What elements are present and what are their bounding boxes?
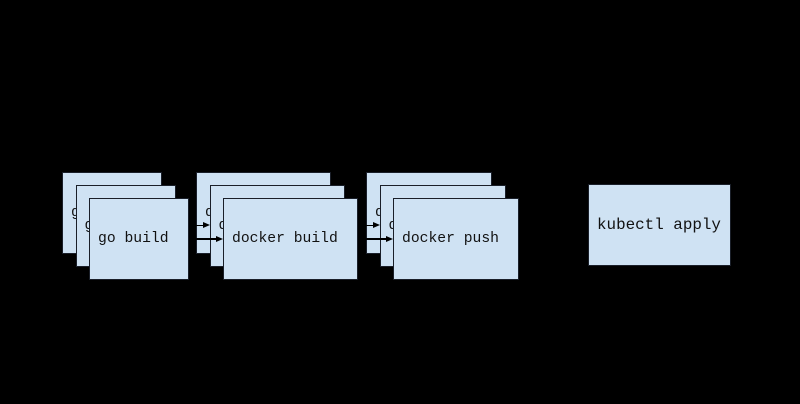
docker-push-box-front: docker push (393, 198, 519, 281)
arrow-go-build-to-docker-build-middle-line (189, 225, 204, 227)
arrow-go-build-to-docker-build-front-head (216, 235, 223, 242)
arrow-docker-build-to-docker-push-front-head (386, 235, 393, 242)
arrow-go-build-to-docker-build-front-line (189, 238, 217, 240)
arrow-docker-build-to-docker-push-middle-line (358, 225, 374, 227)
arrow-docker-build-to-docker-push-front-line (358, 238, 387, 240)
go-build-box-front: go build (89, 198, 189, 281)
arrow-go-build-to-docker-build-middle-head (202, 222, 210, 229)
docker-build-box-front: docker build (223, 198, 358, 281)
arrow-docker-build-to-docker-push-middle-head (372, 222, 380, 229)
kubectl-apply-box-single: kubectl apply (588, 184, 731, 266)
